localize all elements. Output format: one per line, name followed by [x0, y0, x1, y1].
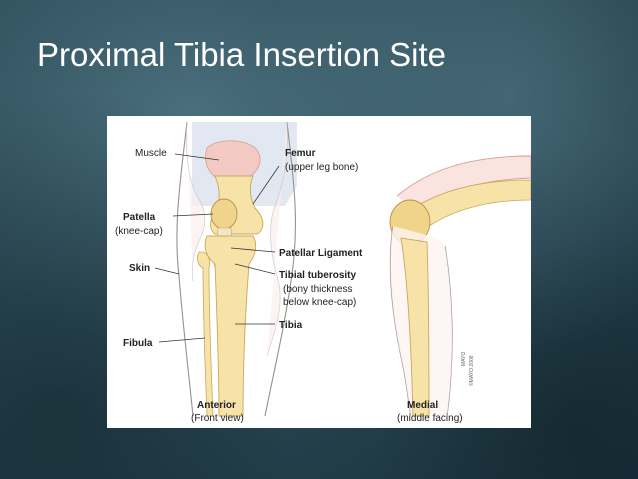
watermark-2: ©MAYO 2008 [468, 355, 475, 386]
anatomy-figure: Muscle Femur (upper leg bone) Patella (k… [107, 116, 531, 428]
label-patella: Patella [123, 212, 156, 223]
skin-outline-left [177, 122, 193, 416]
label-muscle: Muscle [135, 148, 167, 159]
label-femur-desc: (upper leg bone) [285, 162, 358, 173]
label-tibia: Tibia [279, 320, 303, 331]
patella-bone [211, 199, 237, 229]
label-tibial-tuberosity: Tibial tuberosity [279, 270, 356, 281]
fibula-bone [197, 252, 213, 416]
label-patella-desc: (knee-cap) [115, 226, 163, 237]
slide-title: Proximal Tibia Insertion Site [37, 36, 446, 74]
caption-medial-desc: (middle facing) [397, 413, 463, 424]
label-skin: Skin [129, 263, 150, 274]
label-tibial-tuberosity-desc-1: (bony thickness [283, 284, 352, 295]
caption-medial: Medial [407, 400, 438, 411]
caption-anterior-desc: (Front view) [191, 413, 244, 424]
leader-fibula [159, 338, 205, 342]
caption-anterior: Anterior [197, 400, 236, 411]
watermark-1: MAYO [461, 352, 467, 366]
tibia-bone [205, 236, 256, 416]
label-tibial-tuberosity-desc-2: below knee-cap) [283, 297, 356, 308]
label-femur: Femur [285, 148, 316, 159]
leader-skin [155, 268, 179, 274]
label-fibula: Fibula [123, 338, 153, 349]
anatomy-illustration: Muscle Femur (upper leg bone) Patella (k… [107, 116, 531, 428]
label-patellar-ligament: Patellar Ligament [279, 248, 363, 259]
